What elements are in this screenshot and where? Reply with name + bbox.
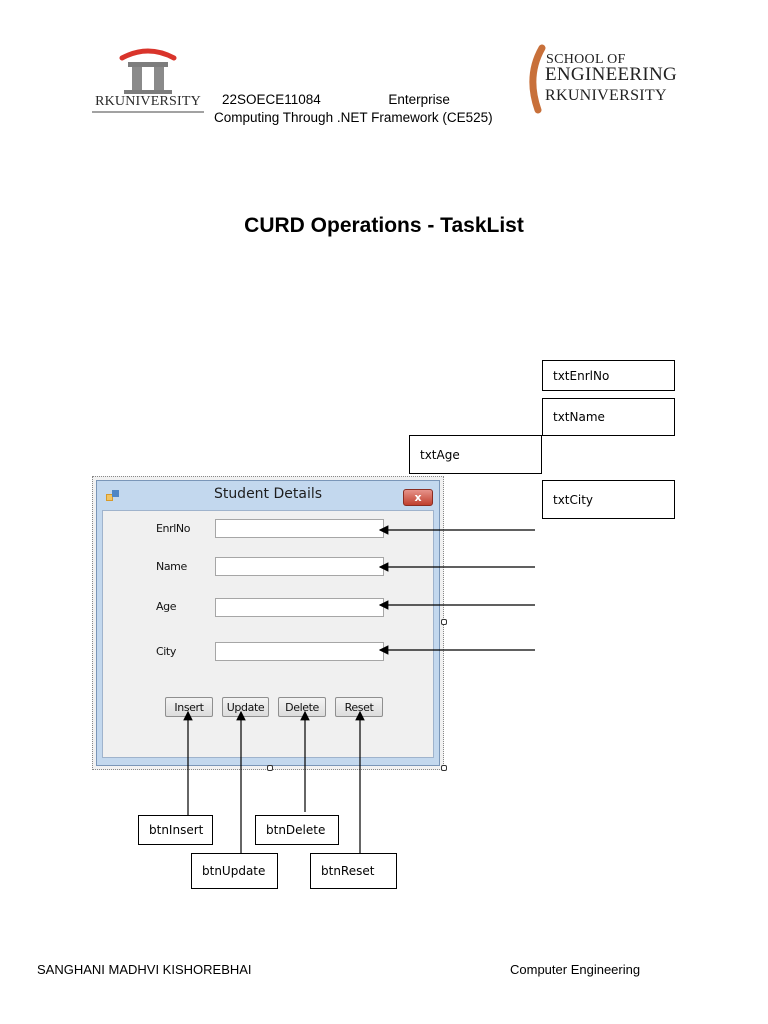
school-of-engineering-logo: [529, 44, 546, 114]
update-button[interactable]: Update: [222, 697, 269, 717]
header-line-1: 22SOECE11084 Enterprise: [222, 92, 450, 107]
resize-handle-right[interactable]: [441, 619, 447, 625]
label-txtcity: txtCity: [542, 480, 675, 519]
label-btndelete: btnDelete: [255, 815, 339, 845]
page-title: CURD Operations - TaskList: [244, 214, 524, 237]
label-btninsert: btnInsert: [138, 815, 213, 845]
rku-logo: [92, 48, 204, 113]
form-icon: [106, 490, 119, 501]
enrlno-label: EnrlNo: [156, 522, 191, 535]
footer-author: SANGHANI MADHVI KISHOREBHAI: [37, 962, 252, 977]
resize-handle-bottom[interactable]: [267, 765, 273, 771]
school-logo-line-3: RKUNIVERSITY: [545, 87, 667, 104]
school-logo-line-1: SCHOOL OF: [546, 52, 626, 67]
form-client-area: [102, 510, 434, 758]
label-btnupdate: btnUpdate: [191, 853, 278, 889]
enrlno-input[interactable]: [215, 519, 384, 538]
label-btnreset: btnReset: [310, 853, 397, 889]
label-txtenrlno: txtEnrlNo: [542, 360, 675, 391]
insert-button[interactable]: Insert: [165, 697, 213, 717]
header-line-2: Computing Through .NET Framework (CE525): [214, 110, 493, 125]
age-input[interactable]: [215, 598, 384, 617]
resize-handle-corner[interactable]: [441, 765, 447, 771]
rku-logo-text: RKUNIVERSITY: [95, 94, 201, 109]
city-input[interactable]: [215, 642, 384, 661]
city-label: City: [156, 645, 176, 658]
label-txtname: txtName: [542, 398, 675, 436]
name-label: Name: [156, 560, 187, 573]
footer-department: Computer Engineering: [510, 962, 641, 977]
name-input[interactable]: [215, 557, 384, 576]
reset-button[interactable]: Reset: [335, 697, 383, 717]
school-logo-line-2: ENGINEERING: [545, 64, 678, 85]
window-title: Student Details: [213, 486, 323, 502]
delete-button[interactable]: Delete: [278, 697, 326, 717]
close-button[interactable]: x: [403, 489, 433, 506]
age-label: Age: [156, 600, 177, 613]
label-txtage: txtAge: [409, 435, 542, 474]
